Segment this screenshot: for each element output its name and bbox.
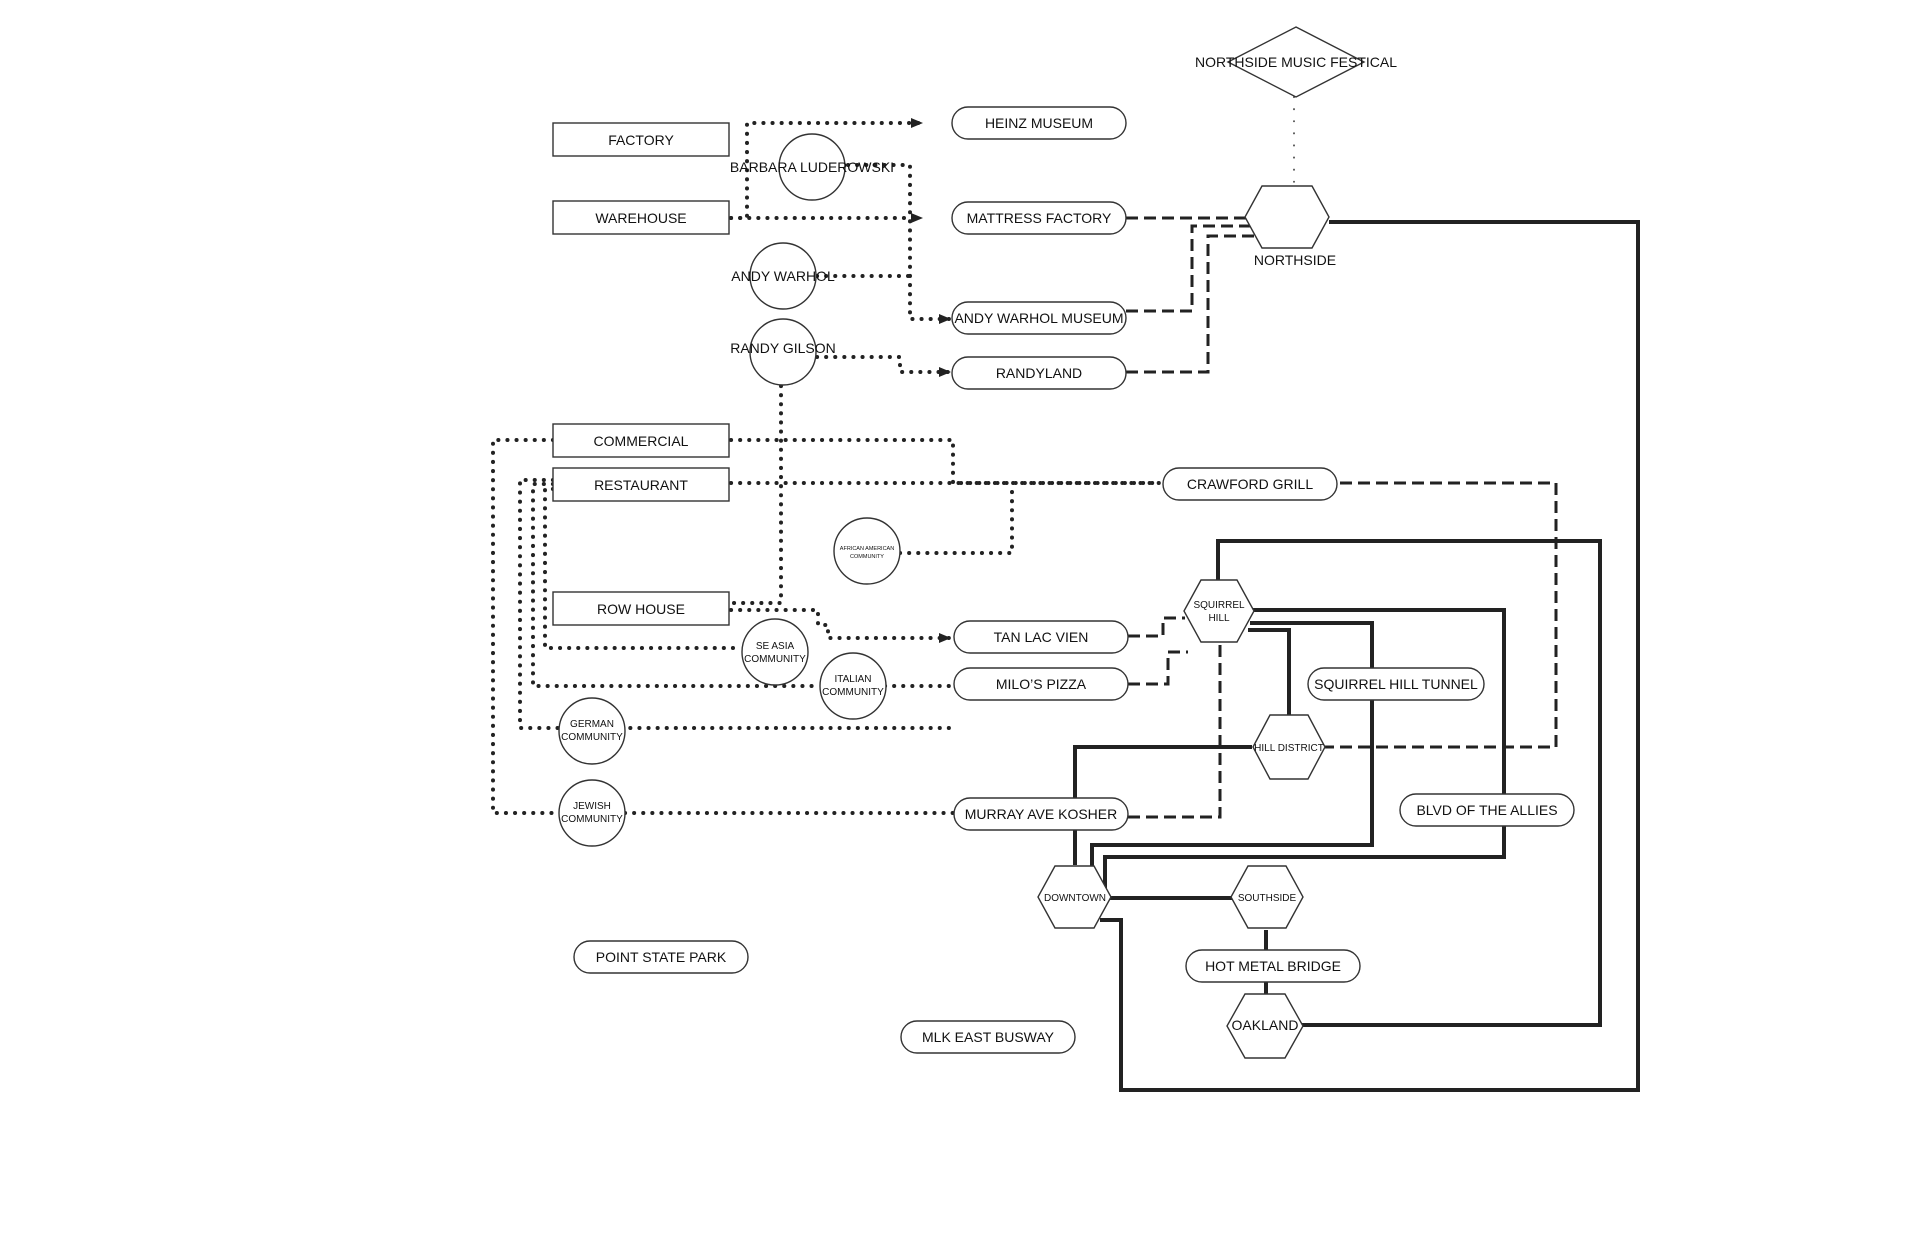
mlk-east-busway-label: MLK EAST BUSWAY <box>922 1029 1055 1045</box>
hot-metal-bridge-node[interactable]: HOT METAL BRIDGE <box>1185 949 1361 983</box>
jewish-community-label-1: JEWISH <box>573 801 611 812</box>
northside-music-festival-label: NORTHSIDE MUSIC FESTICAL <box>1195 54 1397 70</box>
tan-lac-vien-label: TAN LAC VIEN <box>994 629 1089 645</box>
rowhouse-to-tanlacvien-connector <box>729 608 952 643</box>
oakland-label: OAKLAND <box>1232 1017 1299 1033</box>
warhol-museum-to-northside-connector <box>1126 224 1262 313</box>
randyland-to-northside-connector <box>1126 234 1266 374</box>
german-community-node[interactable]: GERMAN COMMUNITY <box>558 697 626 765</box>
hot-metal-bridge-label: HOT METAL BRIDGE <box>1205 958 1341 974</box>
randy-gilson-node[interactable]: RANDY GILSON <box>730 318 836 386</box>
randyland-node[interactable]: RANDYLAND <box>951 356 1127 390</box>
andy-warhol-node[interactable]: ANDY WARHOL <box>731 242 835 310</box>
restaurant-label: RESTAURANT <box>594 477 688 493</box>
northside-to-oakland-line <box>1100 220 1640 1092</box>
southside-node[interactable]: SOUTHSIDE <box>1230 865 1304 929</box>
mlk-east-busway-node[interactable]: MLK EAST BUSWAY <box>900 1020 1076 1054</box>
squirrelhill-to-hilldistrict-line <box>1248 628 1291 715</box>
restaurant-to-italian-connector <box>531 482 822 688</box>
squirrel-hill-node[interactable]: SQUIRREL HILL <box>1183 579 1255 643</box>
german-community-label-1: GERMAN <box>570 719 614 730</box>
mattress-factory-node[interactable]: MATTRESS FACTORY <box>951 201 1127 235</box>
se-asia-community-node[interactable]: SE ASIA COMMUNITY <box>741 618 809 686</box>
jewish-community-node[interactable]: JEWISH COMMUNITY <box>558 779 626 847</box>
point-state-park-label: POINT STATE PARK <box>596 949 727 965</box>
northside-music-festival-node[interactable]: NORTHSIDE MUSIC FESTICAL <box>1195 26 1397 98</box>
commercial-left-loop-connector <box>491 438 559 815</box>
restaurant-to-german-connector <box>518 478 955 730</box>
northside-node[interactable]: NORTHSIDE <box>1244 185 1336 268</box>
warehouse-node[interactable]: WAREHOUSE <box>552 200 730 235</box>
mattress-factory-label: MATTRESS FACTORY <box>967 210 1112 226</box>
commercial-label: COMMERCIAL <box>594 433 689 449</box>
squirrelhill-to-downtown-line-b <box>1090 621 1374 898</box>
gilson-to-randyland-connector <box>815 355 952 377</box>
jewish-community-label-2: COMMUNITY <box>561 814 623 825</box>
kosher-to-squirrelhill-connector <box>1128 642 1222 819</box>
southside-label: SOUTHSIDE <box>1238 893 1297 904</box>
andy-warhol-museum-label: ANDY WARHOL MUSEUM <box>954 310 1123 326</box>
commercial-node[interactable]: COMMERCIAL <box>552 423 730 458</box>
connectors <box>491 96 1640 1092</box>
se-asia-community-label-1: SE ASIA <box>756 641 795 652</box>
oakland-node[interactable]: OAKLAND <box>1226 993 1304 1059</box>
african-american-community-label-2: COMMUNITY <box>850 554 884 560</box>
crawford-grill-node[interactable]: CRAWFORD GRILL <box>1162 467 1338 501</box>
restaurant-to-seasia-connector <box>543 487 744 650</box>
andy-warhol-museum-node[interactable]: ANDY WARHOL MUSEUM <box>951 301 1127 335</box>
milos-pizza-label: MILO’S PIZZA <box>996 676 1087 692</box>
randy-gilson-label: RANDY GILSON <box>730 340 836 356</box>
place-nodes: HEINZ MUSEUM MATTRESS FACTORY ANDY WARHO… <box>573 106 1575 1054</box>
heinz-museum-node[interactable]: HEINZ MUSEUM <box>951 106 1127 140</box>
row-house-label: ROW HOUSE <box>597 601 685 617</box>
luderowski-to-warehouse-museum-connector <box>846 163 952 324</box>
factory-node[interactable]: FACTORY <box>552 122 730 157</box>
tanlacvien-to-squirrelhill-connector <box>1128 616 1185 638</box>
crawford-grill-label: CRAWFORD GRILL <box>1187 476 1313 492</box>
point-state-park-node[interactable]: POINT STATE PARK <box>573 940 749 974</box>
northside-label: NORTHSIDE <box>1254 252 1336 268</box>
people-community-nodes: BARBARA LUDEROWSKI ANDY WARHOL RANDY GIL… <box>558 133 901 847</box>
crawford-to-hilldistrict-connector <box>1324 481 1558 749</box>
murray-ave-kosher-label: MURRAY AVE KOSHER <box>965 806 1117 822</box>
italian-community-node[interactable]: ITALIAN COMMUNITY <box>819 652 887 720</box>
squirrel-hill-label-2: HILL <box>1208 613 1230 624</box>
downtown-node[interactable]: DOWNTOWN <box>1037 865 1112 929</box>
german-community-label-2: COMMUNITY <box>561 732 623 743</box>
african-american-community-label-1: AFRICAN AMERICAN <box>840 546 894 552</box>
gilson-to-rowhouse-connector <box>729 384 783 605</box>
african-american-community-node[interactable]: AFRICAN AMERICAN COMMUNITY <box>833 517 901 585</box>
italian-community-label-2: COMMUNITY <box>822 687 884 698</box>
barbara-luderowski-node[interactable]: BARBARA LUDEROWSKI <box>730 133 894 201</box>
blvd-of-the-allies-label: BLVD OF THE ALLIES <box>1416 802 1557 818</box>
blvd-of-the-allies-node[interactable]: BLVD OF THE ALLIES <box>1399 793 1575 827</box>
neighborhood-hub-nodes: NORTHSIDE SQUIRREL HILL HILL DISTRICT DO… <box>1037 185 1336 1059</box>
se-asia-community-label-2: COMMUNITY <box>744 654 806 665</box>
tan-lac-vien-node[interactable]: TAN LAC VIEN <box>953 620 1129 654</box>
squirrelhill-to-downtown-line-a <box>1103 608 1506 898</box>
milos-pizza-node[interactable]: MILO’S PIZZA <box>953 667 1129 701</box>
heinz-museum-label: HEINZ MUSEUM <box>985 115 1093 131</box>
andy-warhol-label: ANDY WARHOL <box>731 268 835 284</box>
randyland-label: RANDYLAND <box>996 365 1082 381</box>
factory-label: FACTORY <box>608 132 674 148</box>
squirrel-hill-label-1: SQUIRREL <box>1193 600 1245 611</box>
downtown-label: DOWNTOWN <box>1044 893 1106 904</box>
squirrel-hill-tunnel-label: SQUIRREL HILL TUNNEL <box>1314 676 1478 692</box>
row-house-node[interactable]: ROW HOUSE <box>552 591 730 626</box>
murray-ave-kosher-node[interactable]: MURRAY AVE KOSHER <box>953 797 1129 831</box>
italian-community-label-1: ITALIAN <box>834 674 871 685</box>
hill-district-label: HILL DISTRICT <box>1254 743 1324 754</box>
african-american-to-restaurant-connector <box>898 481 1014 555</box>
barbara-luderowski-label: BARBARA LUDEROWSKI <box>730 159 894 175</box>
squirrel-hill-tunnel-node[interactable]: SQUIRREL HILL TUNNEL <box>1307 667 1485 701</box>
building-type-nodes: FACTORY WAREHOUSE COMMERCIAL RESTAURANT … <box>552 122 730 626</box>
squirrelhill-to-oakland-line <box>1216 539 1602 1027</box>
commercial-trunk-connector <box>729 438 1162 485</box>
warehouse-label: WAREHOUSE <box>595 210 686 226</box>
restaurant-node[interactable]: RESTAURANT <box>552 467 730 502</box>
milos-to-squirrelhill-connector <box>1128 650 1188 686</box>
hill-district-node[interactable]: HILL DISTRICT <box>1252 714 1326 780</box>
